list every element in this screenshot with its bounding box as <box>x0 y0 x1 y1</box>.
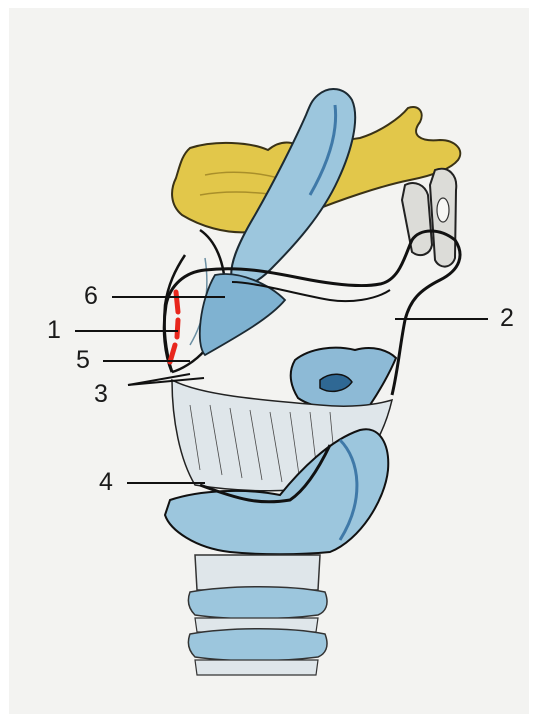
label-2: 2 <box>500 306 514 331</box>
aryepiglottic-fold <box>200 274 285 355</box>
label-6: 6 <box>84 284 98 309</box>
label-4: 4 <box>99 470 113 495</box>
label-3: 3 <box>94 382 108 407</box>
cuneiform-cartilages <box>402 169 456 267</box>
label-5: 5 <box>76 348 90 373</box>
trachea <box>188 555 327 675</box>
incision-line <box>170 292 178 362</box>
label-1: 1 <box>47 318 61 343</box>
arytenoid-cartilage <box>291 348 396 409</box>
